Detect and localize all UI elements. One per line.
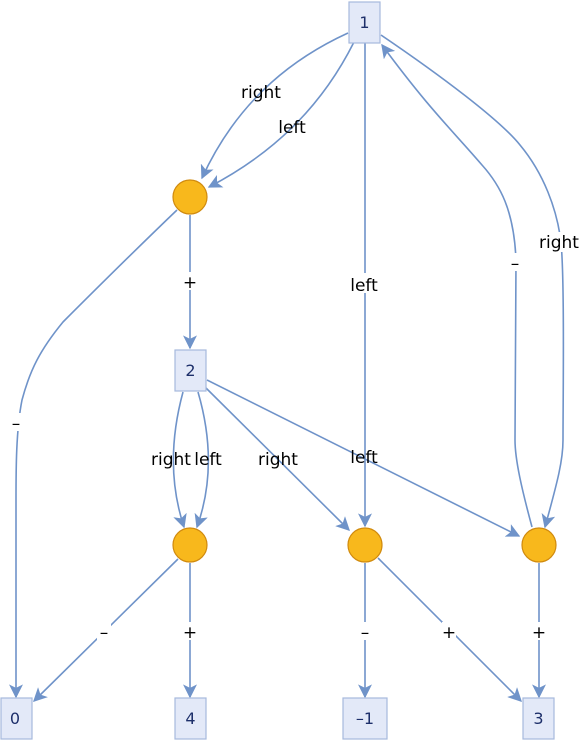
label-c3-n3: + [442,623,456,643]
edge-labels: right left left – right + – right left r… [9,83,583,643]
edge-root-to-c4-right [380,34,565,529]
label-root-c4-right: right [539,233,579,253]
edge-n2-to-c2-right [172,391,187,529]
edge-n2-to-c4-left [206,379,521,537]
edge-c1-to-n0 [9,209,178,699]
label-n2-c4-left: left [350,448,378,468]
choice-node-top [172,179,208,215]
label-c2-n4: + [183,623,197,643]
node-3-label: 3 [533,709,543,728]
edge-n2-to-c3-right [205,387,350,531]
node-2-label: 2 [185,361,195,380]
choice-node-right [521,527,557,563]
edge-c4-to-root [381,43,533,528]
node-0: 0 [0,697,33,740]
label-n2-c2-left: left [194,450,222,470]
node-minus-1-label: –1 [356,709,374,728]
node-1-label: 1 [359,13,369,32]
node-1: 1 [348,1,381,44]
label-c2-n0: – [100,623,109,643]
label-root-c3-left: left [350,276,378,296]
choice-node-left [172,527,208,563]
node-minus-1: –1 [342,697,388,740]
node-0-label: 0 [10,709,20,728]
label-c1-n0: – [12,414,21,434]
edge-c1-to-root-left [207,41,355,188]
label-c3-nm1: – [361,623,370,643]
edge-n2-to-c2-left [194,391,210,529]
label-root-c1-right: right [241,83,281,103]
edge-root-to-c1-right [200,32,349,180]
label-c4-n3: + [532,623,546,643]
choice-node-middle [347,527,383,563]
label-n2-c3-right: right [258,450,298,470]
node-4-label: 4 [185,709,195,728]
node-2: 2 [174,349,207,392]
label-c1-root-left: left [278,118,306,138]
label-c4-root: – [511,254,520,274]
label-n2-c2-right: right [151,450,191,470]
label-c1-n2: + [183,273,197,293]
node-3: 3 [522,697,555,740]
node-4: 4 [174,697,207,740]
